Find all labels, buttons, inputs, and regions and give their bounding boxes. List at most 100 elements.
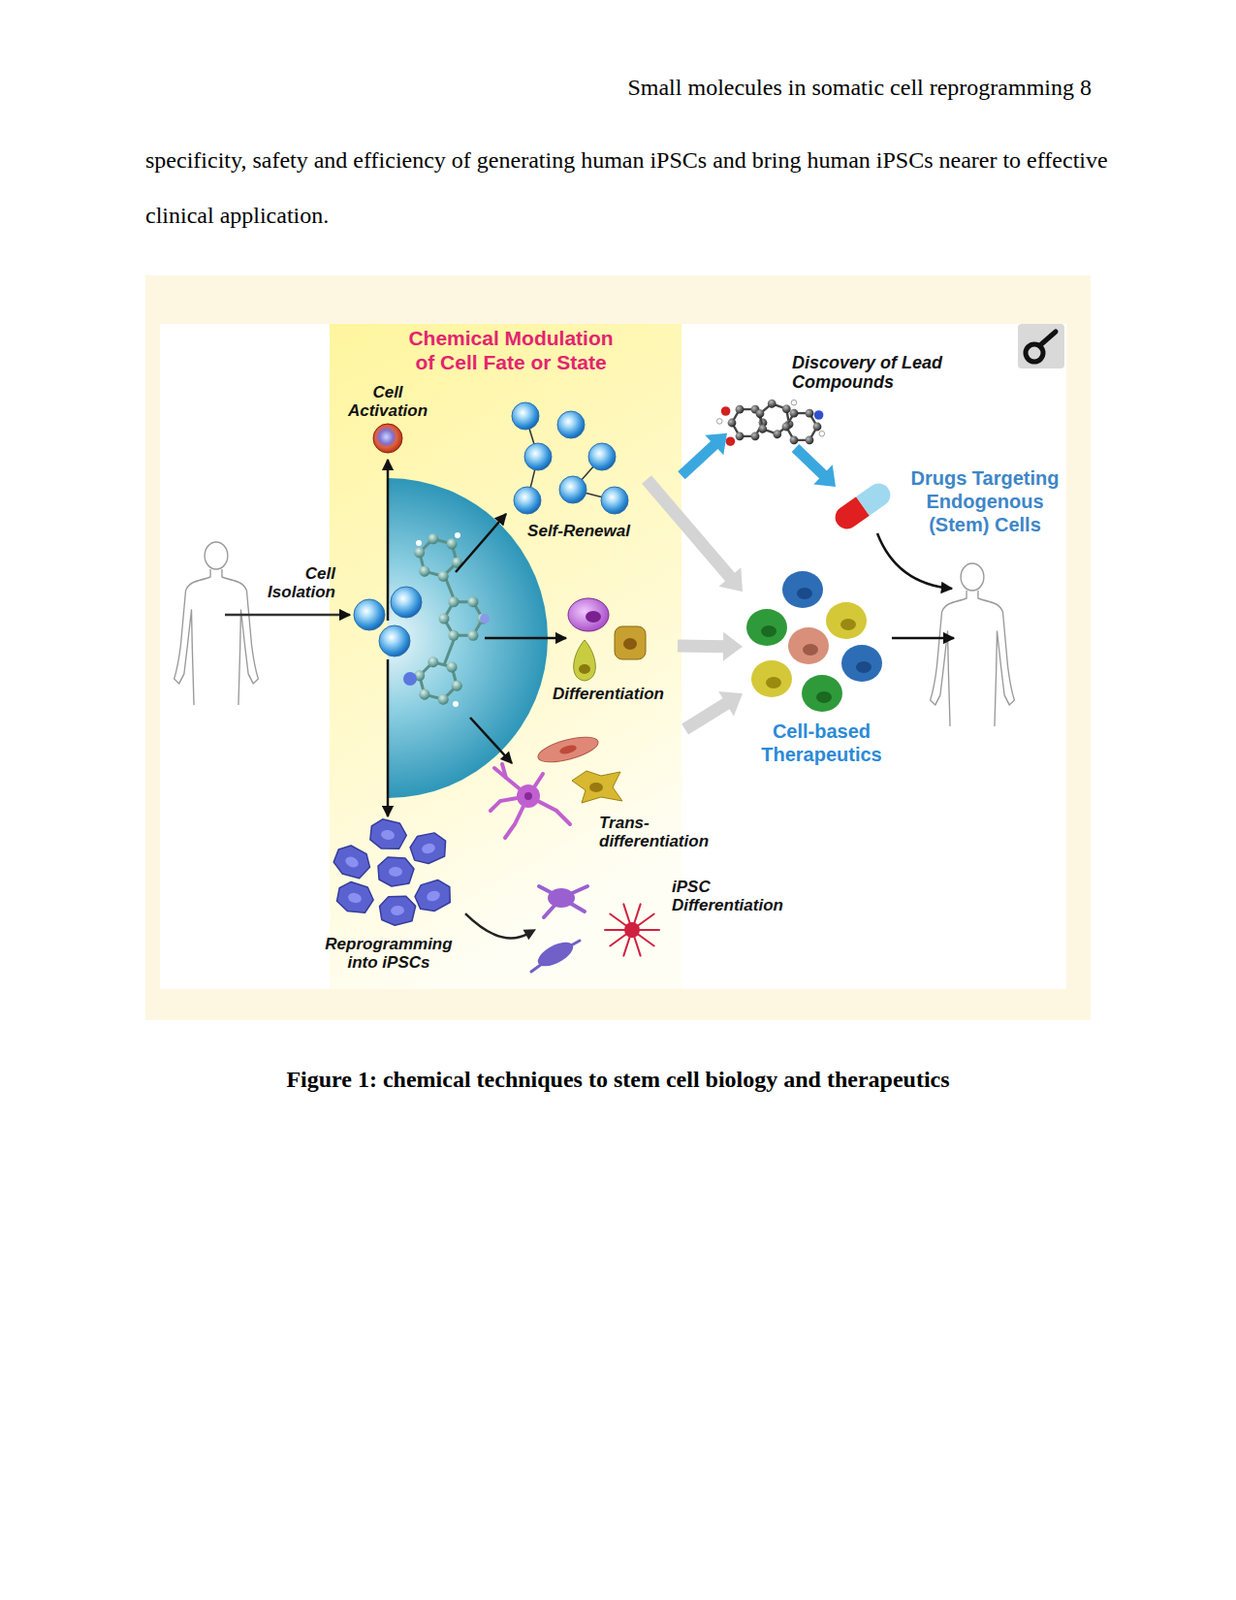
- molecule-hemisphere-part: [408, 652, 468, 708]
- node-label: Differentiation: [542, 684, 674, 703]
- arrow-head: [523, 928, 537, 940]
- molecule-hemisphere-part: [452, 700, 459, 707]
- molecule-hemisphere-part: [415, 539, 422, 546]
- node-label: Discovery of Lead Compounds: [792, 352, 948, 392]
- node-label: Cell-based Therapeutics: [746, 719, 897, 766]
- reprogrammed-cells-part: [368, 817, 410, 853]
- reprogrammed-cells-part: [329, 841, 375, 884]
- journal-logo-part: [1017, 323, 1065, 369]
- fate-arrows-part: [877, 533, 952, 589]
- arrow-head: [723, 632, 743, 662]
- transdifferentiated-cells-part: [571, 770, 623, 803]
- reprogrammed-cells-part: [408, 829, 451, 868]
- differentiated-cells-part: [578, 664, 591, 674]
- differentiated-cells-part: [585, 610, 602, 623]
- reprogrammed-cells-part: [412, 875, 456, 916]
- cell-group: Cell Activation: [335, 379, 441, 456]
- cell-group: Self-Renewal: [509, 399, 647, 545]
- arrow-head: [718, 691, 743, 717]
- therapeutic-cells-part: [841, 644, 883, 682]
- fate-arrows: [224, 459, 954, 817]
- ipsc-derived-cells: [531, 886, 660, 972]
- therapeutic-cells-part: [765, 676, 782, 689]
- therapeutic-cells-part: [802, 643, 819, 656]
- self-renewal-cells-part: [511, 402, 539, 430]
- fate-arrows-part: [386, 459, 390, 621]
- therapy-group: Cell-based Therapeutics: [742, 567, 901, 771]
- activated-cell-part: [373, 423, 403, 453]
- therapeutic-cells-part: [840, 618, 856, 631]
- flow-arrow: [681, 433, 728, 476]
- cell-group: Trans- differentiation: [489, 728, 734, 857]
- ipsc-derived-cells-part: [604, 903, 660, 955]
- differentiated-cells-part: [573, 639, 597, 681]
- stem-cells-part: [379, 625, 411, 657]
- transdifferentiated-cells-part-part: [502, 763, 507, 778]
- node-label: Cell Activation: [339, 382, 437, 420]
- cell-group: iPSC Differentiation: [536, 867, 814, 980]
- stem-cells-part: [390, 586, 422, 618]
- transdifferentiated-cells-part: [558, 743, 577, 756]
- body-text: specificity, safety and efficiency of ge…: [145, 132, 1115, 244]
- differentiated-cells-part: [568, 598, 609, 632]
- fate-arrows-part: [470, 717, 512, 763]
- compound-group: Discovery of Lead Compounds: [727, 348, 955, 448]
- reprogrammed-cells-part: [378, 856, 414, 887]
- therapeutic-cells-part: [816, 691, 832, 703]
- flow-arrow: [685, 691, 743, 729]
- self-renewal-cells: [511, 402, 629, 514]
- figure-frame-part: [159, 323, 1067, 989]
- therapeutic-cells-part: [746, 608, 788, 646]
- lead-compound-molecule-part: [716, 395, 824, 446]
- fate-arrows-part: [224, 613, 350, 617]
- figure-caption: Figure 1: chemical techniques to stem ce…: [145, 1064, 1091, 1094]
- therapeutic-cells-part: [825, 602, 867, 639]
- human-figure: [174, 541, 1015, 727]
- fate-band: Chemical Modulation of Cell Fate or Stat…: [329, 321, 682, 989]
- figure-frame-part: [329, 323, 682, 989]
- drug-capsule: [830, 478, 895, 534]
- arrow-head: [704, 433, 728, 456]
- figure-frame-part: [145, 275, 1091, 1020]
- therapeutic-cells-part: [801, 674, 843, 712]
- activated-cell: [373, 423, 403, 453]
- reprogrammed-cells-part: [334, 879, 378, 918]
- self-renewal-cells-part: [601, 486, 629, 514]
- band-heading: Chemical Modulation of Cell Fate or Stat…: [398, 325, 624, 375]
- arrow-shaft: [465, 913, 529, 938]
- self-renewal-cells-part: [588, 443, 616, 471]
- transdifferentiated-cells-part: [589, 782, 603, 793]
- flow-arrow: [677, 632, 743, 662]
- differentiated-cells-part: [614, 626, 646, 660]
- human-figure-part: [174, 541, 259, 705]
- fate-arrows-part: [455, 513, 507, 572]
- self-renewal-cells-part: [513, 486, 541, 514]
- molecule-hemisphere-part: [454, 532, 461, 539]
- arrow-head: [719, 567, 743, 592]
- arrow-shaft: [685, 701, 730, 729]
- ipsc-derived-cells-part: [547, 887, 575, 908]
- ipsc-derived-cells-part: [534, 937, 577, 972]
- lead-compound-molecule-part-part: [819, 430, 825, 437]
- arrow-label: Cell Isolation: [244, 564, 336, 602]
- therapeutic-cells-part: [788, 627, 829, 665]
- lead-compound-molecule-part-part: [721, 406, 731, 416]
- differentiated-cells-part: [623, 637, 637, 650]
- lead-compound-molecule-part-part: [716, 418, 723, 425]
- arrow-head: [813, 464, 836, 487]
- transdifferentiated-cells-part: [490, 763, 571, 838]
- arrow-shaft: [677, 639, 728, 654]
- ipsc-derived-cells-part: [538, 886, 588, 918]
- molecule-hemisphere-part: [479, 613, 490, 624]
- journal-logo-part: [1040, 331, 1056, 346]
- running-header: Small molecules in somatic cell reprogra…: [484, 72, 1092, 102]
- reprogrammed-cells: [329, 817, 456, 926]
- reprogrammed-cells-part: [379, 893, 417, 926]
- drug-capsule-part: [855, 478, 895, 516]
- differentiated-cells: [568, 598, 646, 681]
- drug-group: Drugs Targeting Endogenous (Stem) Cells: [835, 462, 1078, 543]
- figure-frame: [145, 275, 1091, 1020]
- therapeutic-cells-part: [751, 660, 793, 698]
